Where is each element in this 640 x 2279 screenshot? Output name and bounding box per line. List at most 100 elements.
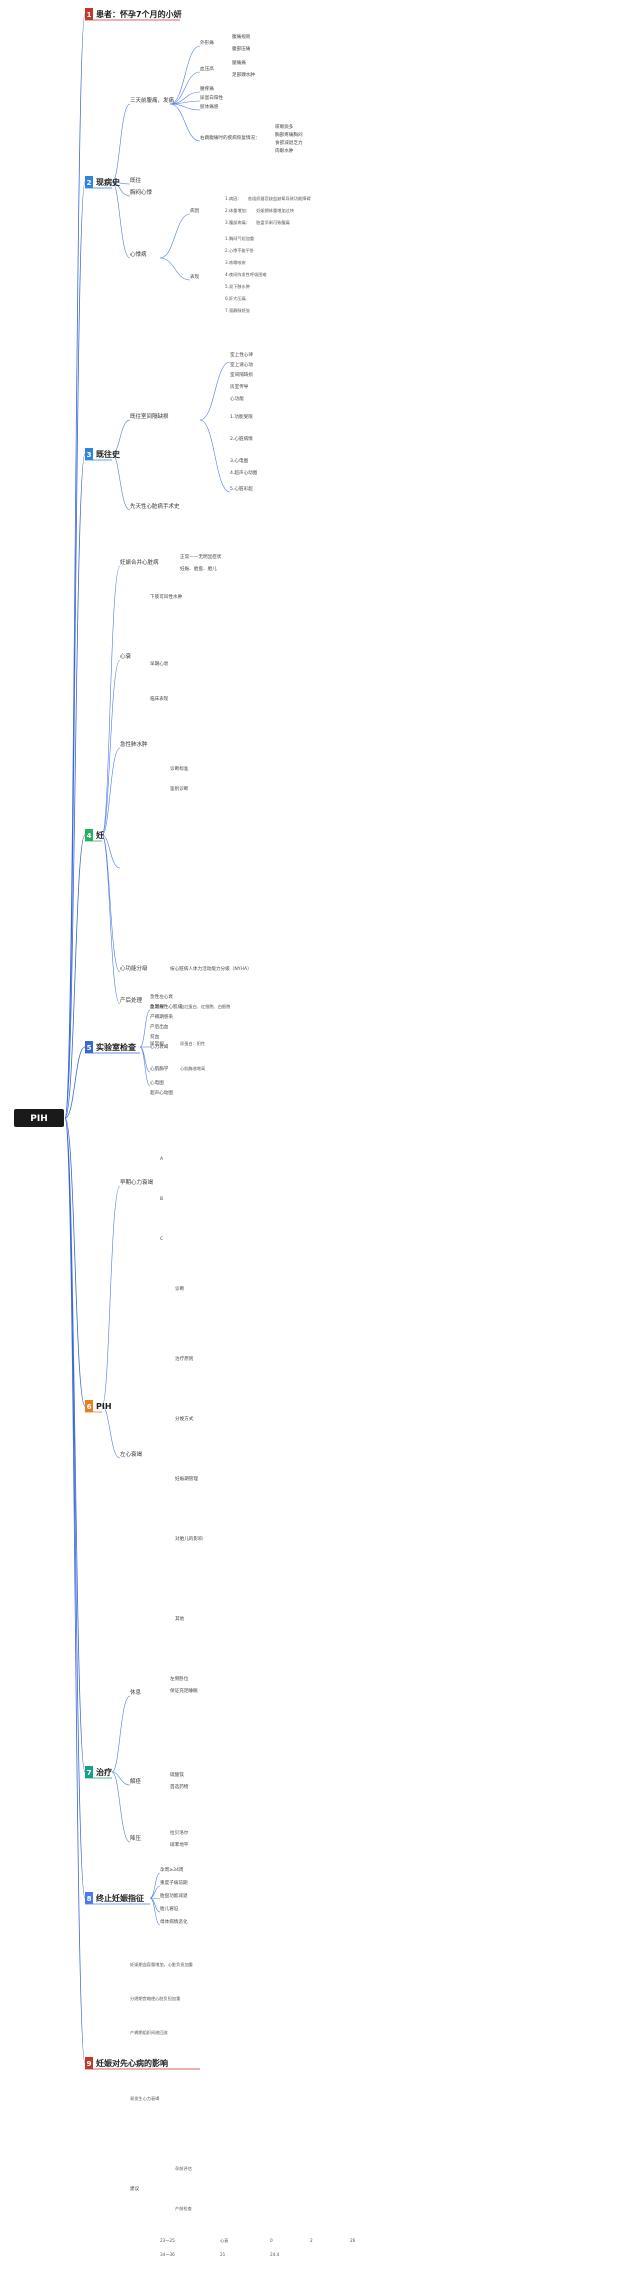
branch-title: 实验室检查 [96,1042,137,1052]
node-b5-b: 尿常规 [150,1040,164,1047]
node-b2-a3: 腰疼痛 [200,85,214,92]
node-b8-item-1: 重度子痫前期 [160,1879,188,1886]
table-cell: 0 [270,2238,273,2243]
node-b4-e: 产后处理 [120,996,143,1004]
branch-4[interactable]: 4 妊 [85,829,104,842]
node-b8-item-0: 孕周≥34周 [160,1867,184,1873]
branch-1[interactable]: 1 患者：怀孕7个月的小妍 [85,8,182,21]
branch-9[interactable]: 9 妊娠对先心病的影响 [85,2057,200,2070]
node-b6-h: 其他 [175,1615,185,1622]
node-b4-e1-1: 急进展性心肌病 [150,1003,183,1010]
node-b6-d: 治疗原则 [175,1355,194,1362]
node-b2-a2i-1: 足部踝水肿 [232,71,255,78]
branch-6[interactable]: 6 PIH [85,1400,112,1413]
node-b4-b1: 下肢可凹性水肿 [150,593,183,600]
node-b7-a2: 保证充足睡眠 [170,1687,198,1694]
sub-connectors [101,45,231,1926]
node-b4-d1: 按心脏病人体力活动能力分级（NYHA） [170,965,252,972]
node-b2-a4: 尿蛋白阳性 [200,94,223,101]
node-b7-c: 降压 [130,1834,142,1842]
node-b4-d: 心功能分级 [120,964,148,972]
branch-title: PIH [96,1402,112,1411]
node-b9-p2: 分娩期宫缩使心脏负担加重 [130,1995,180,2002]
node-b4-e1-4: 贫血 [150,1033,160,1040]
node-b2-d1i-0: 1.病因： 各组织器官缺血缺氧导致功能障碍 [225,195,311,202]
node-b2-a2i-0: 腿痛痛 [232,59,246,66]
node-b4-e1-3: 产后出血 [150,1023,169,1030]
branch-7[interactable]: 7 治疗 [85,1766,112,1779]
node-b9-suggest: 建议 [130,2185,140,2192]
node-b3-a2: 室上速心动 [230,361,253,368]
node-b8-item-3: 胎儿窘迫 [160,1905,179,1912]
node-b7-a1: 左侧卧位 [170,1675,189,1682]
branch-4-detail: 妊娠合并心脏病 正常——无明显症状 妊娠、胎盘、胎儿 心衰 下肢可凹性水肿 早期… [120,553,252,1050]
node-b2-d2: 表现 [190,273,200,280]
branch-2[interactable]: 2 现病史 [85,176,121,189]
node-b9-p4: 易发生心力衰竭 [130,2095,159,2102]
branch-number: 1 [87,11,92,19]
node-b4-e1-2: 产褥期感染 [150,1013,173,1020]
node-b2-a: 三天前腹痛、发痛 [130,96,175,104]
root-label: PIH [30,1114,47,1124]
node-b2-d2i-2: 3.咳嗽咳痰 [225,259,247,266]
node-b3-a4: 房室传导 [230,383,249,390]
node-b3-a: 既往室间隔缺损 [130,412,169,420]
node-b2-a6i-3: 肉眼水肿 [275,147,294,154]
node-b6-b: 左心衰竭 [120,1450,143,1458]
table-cell: 23～25 [160,2238,175,2243]
node-b5-a1: 血红蛋白、红细胞、白细胞 [180,1003,231,1010]
node-b2-d1i-1: 2.体重增加： 妊娠期体重增加过快 [225,207,295,214]
node-b2-d: 心悸病 [130,250,147,258]
node-b2-a5: 肢体痛感 [200,103,219,110]
branch-5[interactable]: 5 实验室检查 [85,1041,140,1054]
node-b2-a6i-1: 胸部疼痛胸闷 [275,131,303,138]
node-b3-b4: 4.超声心动图 [230,469,258,476]
node-b4-e1-5: 心力衰竭 [150,1043,169,1050]
node-b2-d2i-3: 4.夜间阵发性呼吸困难 [225,271,267,278]
node-b2-a1i-0: 腹痛规则 [232,33,251,40]
node-b3-b2: 2.心脏病情 [230,435,253,442]
node-b2-a2: 血压高 [200,65,214,72]
table-cell: 34～36 [160,2252,175,2257]
node-b2-a6i-0: 咳嗽痰多 [275,123,294,130]
node-b5-d: 心电图 [150,1079,164,1086]
node-b6-a3: C [160,1236,163,1242]
branch-title: 患者：怀孕7个月的小妍 [96,9,182,19]
node-b5-c1: 心肌酶谱增高 [180,1065,205,1072]
node-b6-g: 对胎儿的影响 [175,1535,203,1542]
node-b5-c: 心肌酶学 [150,1065,169,1072]
branch-title: 妊 [96,830,104,840]
node-b8-item-4: 母体病情恶化 [160,1918,188,1925]
branch-number: 4 [87,832,92,840]
node-b6-a1: A [160,1156,164,1162]
node-b6-e: 分娩方式 [175,1415,194,1422]
branch-3[interactable]: 3 既往史 [85,448,121,461]
branch-number: 8 [87,1895,92,1903]
root-node[interactable]: PIH [14,1109,64,1127]
branch-8[interactable]: 8 终止妊娠指征 [85,1892,150,1905]
node-b4-c: 急性肺水肿 [120,740,148,748]
node-b7-c2: 硝苯地平 [170,1841,189,1848]
branch-3-detail: 既往室间隔缺损 先天性心脏病手术史 室上性心律 室上速心动 室间隔缺损 房室传导… [130,351,258,510]
node-b2-a1: 外形痛 [200,39,214,46]
node-b4-a2: 妊娠、胎盘、胎儿 [180,565,217,572]
branch-number: 3 [87,451,92,459]
branch-number: 6 [87,1403,92,1411]
node-b2-d2i-6: 7.颈静脉怒张 [225,307,251,314]
branch-8-detail: 孕周≥34周 重度子痫前期 胎盘功能减退 胎儿窘迫 母体病情恶化 [160,1867,188,1925]
table-cell: 21 [220,2252,226,2257]
node-b9-p1: 妊娠期血容量增加，心脏负担加重 [130,1961,193,1968]
node-b4-c1: 诊断标准 [170,765,189,772]
node-b3-b5: 5.心脏彩超 [230,485,253,492]
node-b3-b1: 1.功能受限 [230,413,253,420]
node-b2-d2i-1: 2.心悸不能平卧 [225,247,254,254]
node-b7-b: 解痉 [130,1777,142,1785]
branch-title: 既往史 [96,449,121,459]
node-b2-d2i-5: 6.肝大压痛 [225,295,246,302]
branch-7-detail: 休息 左侧卧位 保证充足睡眠 解痉 硫酸镁 首选药物 降压 拉贝洛尔 硝苯地平 [130,1675,198,1848]
node-b3-c: 先天性心脏病手术史 [130,502,180,510]
node-b4-b2: 早期心衰 [150,660,169,667]
node-b8-item-2: 胎盘功能减退 [160,1892,188,1899]
table-cell: 24.4 [270,2252,280,2257]
